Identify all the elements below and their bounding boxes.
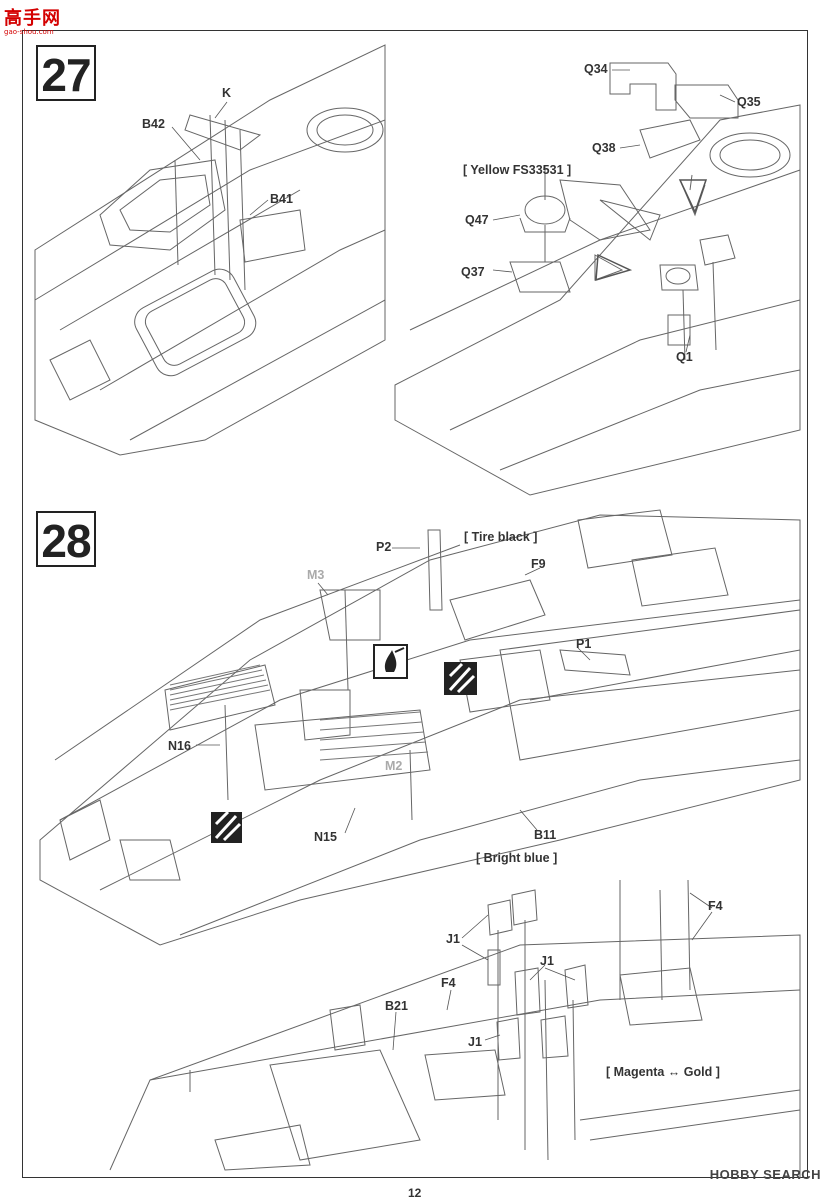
watermark-hobby-search: HOBBY SEARCH xyxy=(709,1167,821,1182)
part-label-j1-a: J1 xyxy=(446,932,460,946)
watermark-logo-text: 高手网 xyxy=(4,8,61,29)
part-label-j1-b: J1 xyxy=(540,954,554,968)
part-label-m3: M3 xyxy=(307,568,325,582)
part-label-p1: P1 xyxy=(576,637,592,651)
part-label-p2: P2 xyxy=(376,540,392,554)
step-number-27: 27 xyxy=(36,45,96,101)
part-label-q34: Q34 xyxy=(584,62,608,76)
part-label-f4-a: F4 xyxy=(708,899,723,913)
paint-callout-magenta-gold: [ Magenta ↔ Gold ] xyxy=(606,1065,720,1079)
part-label-k: K xyxy=(222,86,232,100)
part-label-b21: B21 xyxy=(385,999,408,1013)
watermark-logo: 高手网 gao-shou.com xyxy=(4,4,61,36)
part-label-q35: Q35 xyxy=(737,95,761,109)
step-number-28: 28 xyxy=(36,511,96,567)
part-label-m2: M2 xyxy=(385,759,403,773)
part-label-j1-c: J1 xyxy=(468,1035,482,1049)
part-label-b41: B41 xyxy=(270,192,293,206)
paint-callout-yellow: [ Yellow FS33531 ] xyxy=(463,163,572,177)
part-label-q1: Q1 xyxy=(676,350,693,364)
page-frame xyxy=(22,30,808,1178)
part-label-n15: N15 xyxy=(314,830,337,844)
watermark-url: gao-shou.com xyxy=(4,28,54,36)
part-label-b11: B11 xyxy=(534,828,557,842)
part-label-q37: Q37 xyxy=(461,265,485,279)
part-label-b42: B42 xyxy=(142,117,165,131)
paint-callout-tire-black: [ Tire black ] xyxy=(464,530,538,544)
paint-callout-bright-blue: [ Bright blue ] xyxy=(476,851,558,865)
part-label-q47: Q47 xyxy=(465,213,489,227)
part-label-f4-b: F4 xyxy=(441,976,456,990)
page-number: 12 xyxy=(408,1186,422,1200)
part-label-n16: N16 xyxy=(168,739,191,753)
part-label-q38: Q38 xyxy=(592,141,616,155)
part-label-f9: F9 xyxy=(531,557,546,571)
